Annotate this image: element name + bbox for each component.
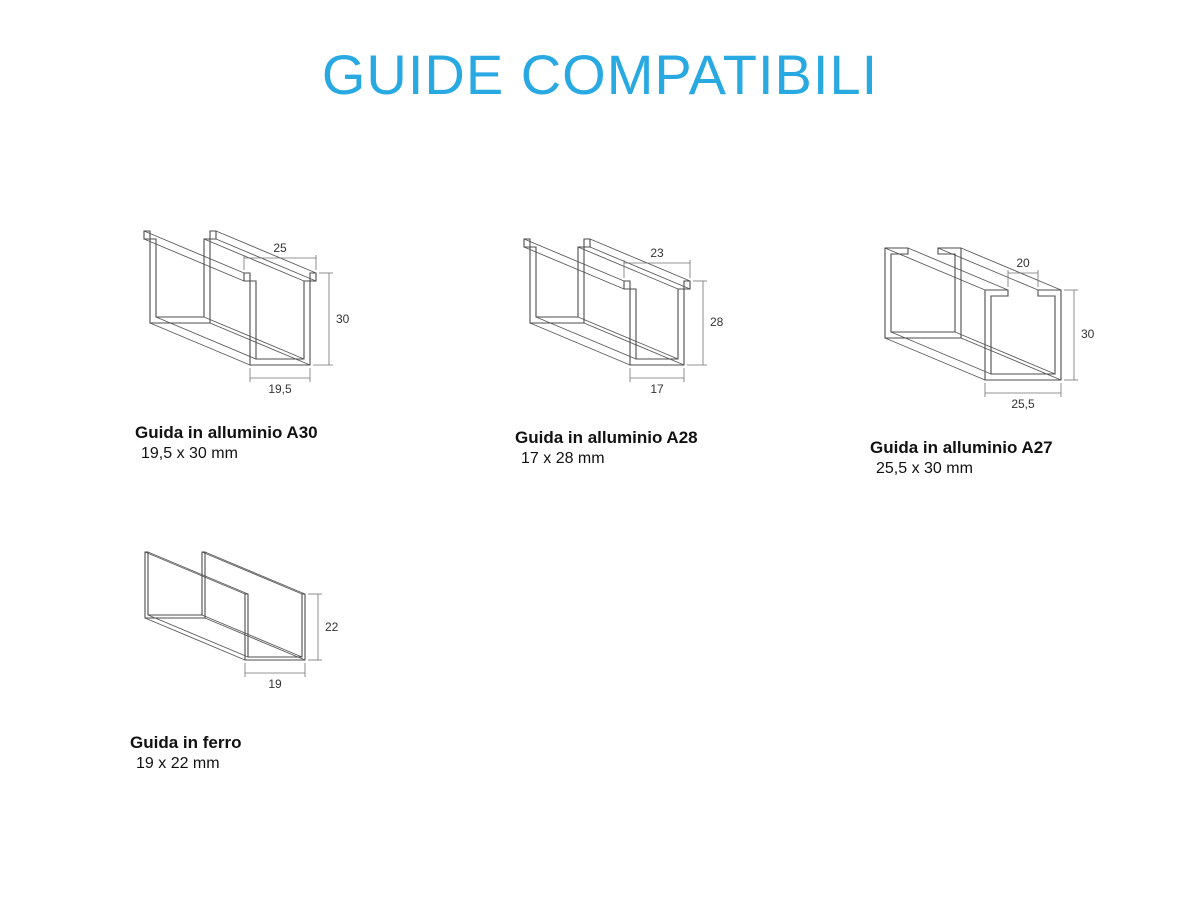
a28-dim-bottom-label: 17 (650, 382, 664, 396)
a27-caption: Guida in alluminio A27 25,5 x 30 mm (870, 437, 1155, 480)
ferro-dim-bottom-label: 19 (268, 677, 282, 691)
a27-size: 25,5 x 30 mm (876, 460, 973, 478)
figure-ferro: 22 19 Guida in ferro 19 x 22 mm (95, 500, 415, 775)
ferro-name: Guida in ferro (130, 733, 242, 752)
figure-a30: 25 30 19,5 Guida in alluminio A30 19,5 x… (100, 190, 420, 465)
ferro-dim-side-label: 22 (325, 620, 339, 634)
a28-dim-side-label: 28 (710, 315, 724, 329)
a27-dim-side-label: 30 (1081, 327, 1095, 341)
a28-dimension-bottom: 17 (629, 368, 685, 396)
page-title: GUIDE COMPATIBILI (321, 43, 879, 106)
a28-extrusion-edges (523, 238, 691, 366)
ferro-caption: Guida in ferro 19 x 22 mm (130, 732, 415, 775)
a28-front-profile (623, 280, 691, 366)
a30-front-profile (243, 272, 317, 366)
a28-dimension-side: 28 (687, 280, 724, 366)
a30-dimension-bottom: 19,5 (249, 368, 311, 396)
a30-dimension-top: 25 (243, 241, 317, 270)
a27-front-profile (984, 289, 1062, 381)
ferro-profile-drawing: 22 19 (144, 551, 339, 691)
ferro-size: 19 x 22 mm (136, 755, 220, 773)
a27-profile-drawing: 20 30 25,5 (884, 247, 1095, 411)
a28-caption: Guida in alluminio A28 17 x 28 mm (515, 427, 800, 470)
a30-dim-top-label: 25 (273, 241, 287, 255)
a30-profile-drawing: 25 30 19,5 (143, 230, 350, 396)
ferro-back-profile (144, 551, 206, 619)
a27-back-profile (884, 247, 962, 339)
a27-dim-top-label: 20 (1016, 256, 1030, 270)
a30-caption: Guida in alluminio A30 19,5 x 30 mm (135, 422, 420, 465)
ferro-dimension-bottom: 19 (244, 663, 306, 691)
ferro-dimension-side: 22 (308, 593, 339, 661)
a28-size: 17 x 28 mm (521, 450, 605, 468)
a27-dimension-side: 30 (1064, 289, 1095, 381)
a27-name: Guida in alluminio A27 (870, 438, 1053, 457)
a30-size: 19,5 x 30 mm (141, 445, 238, 463)
a30-name: Guida in alluminio A30 (135, 423, 318, 442)
a28-dimension-top: 23 (623, 246, 691, 278)
a30-extrusion-edges (143, 230, 317, 366)
a28-dim-top-label: 23 (650, 246, 664, 260)
a27-dimension-top: 20 (1007, 256, 1039, 287)
ferro-front-profile (244, 593, 306, 661)
a27-dimension-bottom: 25,5 (984, 383, 1062, 411)
a28-name: Guida in alluminio A28 (515, 428, 698, 447)
a30-dim-side-label: 30 (336, 312, 350, 326)
figure-a28: 23 28 17 Guida in alluminio A28 17 x 28 … (480, 195, 800, 470)
ferro-extrusion-edges (144, 551, 306, 661)
a28-back-profile (523, 238, 591, 324)
a30-back-profile (143, 230, 217, 324)
a30-dimension-side: 30 (313, 272, 350, 366)
a27-dim-bottom-label: 25,5 (1011, 397, 1035, 411)
figure-a27: 20 30 25,5 Guida in alluminio A27 25,5 x… (835, 205, 1155, 480)
a28-profile-drawing: 23 28 17 (523, 238, 724, 396)
a27-extrusion-edges (884, 247, 1062, 381)
a30-dim-bottom-label: 19,5 (268, 382, 292, 396)
